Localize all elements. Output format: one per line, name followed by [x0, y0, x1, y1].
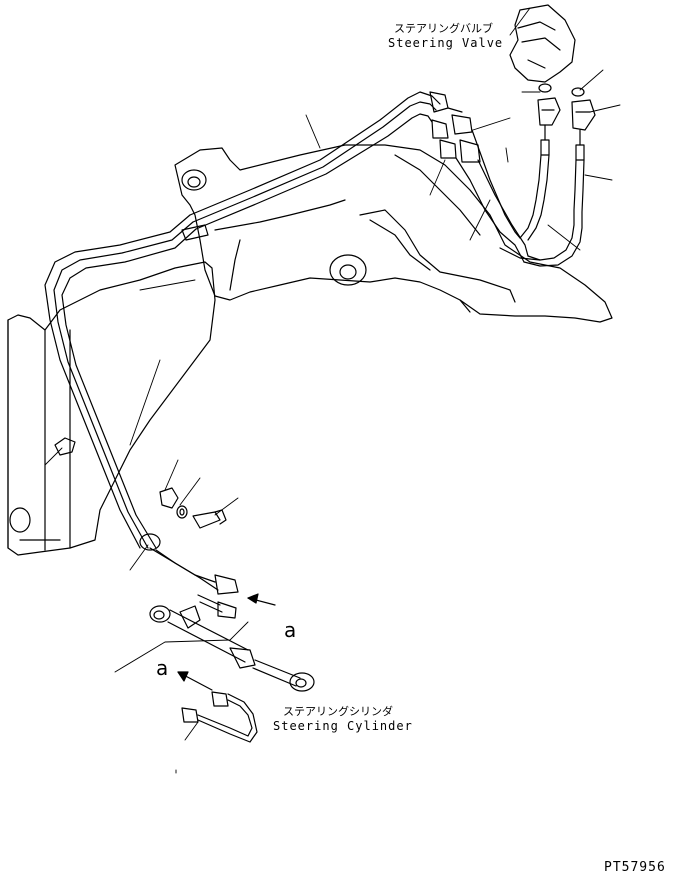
view-arrow-lower — [177, 671, 213, 691]
washer — [176, 505, 188, 519]
steering-cylinder — [149, 605, 315, 692]
bolt — [192, 509, 227, 529]
valve-fittings — [537, 97, 596, 146]
steering-cylinder-label-jp: ステアリングシリンダ — [283, 705, 393, 718]
steering-pipes — [44, 91, 529, 549]
steering-cylinder-label-en: Steering Cylinder — [273, 719, 413, 733]
cylinder-hoses — [149, 547, 239, 619]
steering-valve-label-en: Steering Valve — [388, 36, 504, 50]
view-arrow-upper — [247, 593, 276, 606]
rear-frame — [174, 144, 613, 323]
valve-hoses — [519, 139, 585, 267]
steering-valve-label-jp: ステアリングバルブ — [394, 22, 493, 35]
view-marker-lower: a — [156, 656, 169, 680]
pipe-clamp — [54, 437, 179, 551]
cylinder-u-pipe — [181, 691, 258, 743]
drawing-code: PT57956 — [604, 860, 666, 875]
steering-valve — [509, 4, 585, 97]
view-marker-upper: a — [284, 618, 297, 642]
leader-lines — [44, 7, 621, 774]
